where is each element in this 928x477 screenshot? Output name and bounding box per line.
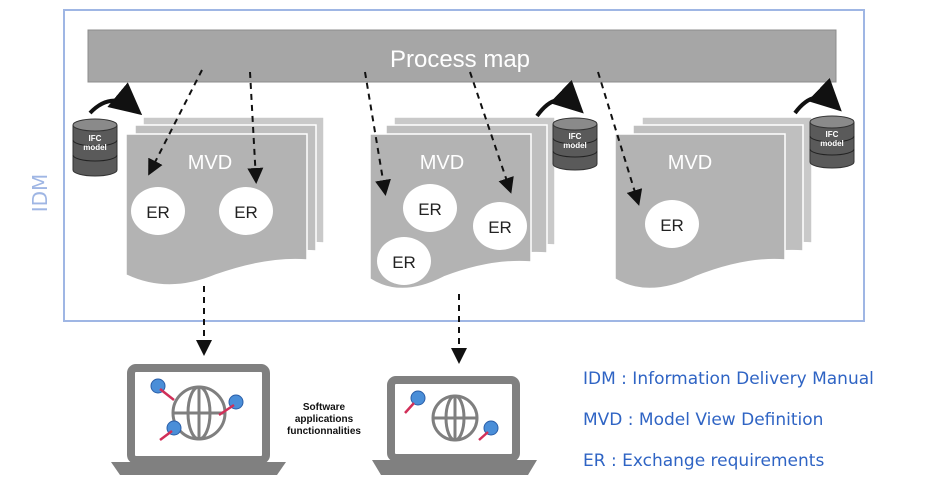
process-map-label: Process map (390, 46, 530, 73)
ifc-model-database-icon-1: IFC model (72, 118, 118, 177)
legend-item-mvd: MVD : Model View Definition (583, 410, 824, 430)
software-applications-label: Software applications functionnalities (274, 402, 374, 438)
er-label-1b: ER (234, 203, 258, 222)
laptop-icon-2 (372, 376, 537, 475)
process-map-bar (87, 29, 837, 83)
er-bubble-2b (473, 202, 527, 250)
idm-frame (63, 9, 865, 322)
arrow-pm-to-er-2b (469, 71, 514, 194)
ifc-model-database-icon-3: IFC model (809, 115, 855, 169)
er-label-2b: ER (488, 218, 512, 237)
refresh-arrow-icon-2 (535, 79, 584, 118)
er-bubble-2c (377, 237, 431, 285)
legend-item-idm: IDM : Information Delivery Manual (583, 369, 874, 389)
er-label-2c: ER (392, 253, 416, 272)
arrow-pm-to-er-2a (364, 71, 391, 196)
ifc-label-line2: model (83, 143, 107, 152)
refresh-arrow-icon-1 (88, 82, 143, 116)
software-label-line-2: applications (294, 414, 354, 425)
arrow-pm-to-er-1b (247, 71, 264, 184)
ifc-label-line2: model (563, 141, 587, 150)
er-bubble-3a (645, 200, 699, 248)
software-label-line-1: Software (302, 402, 346, 413)
laptop-icon-1 (111, 364, 286, 475)
er-bubble-1a (131, 187, 185, 235)
legend-item-er: ER : Exchange requirements (583, 451, 825, 471)
mvd-label-1: MVD (188, 152, 232, 174)
mvd-to-software-arrows (196, 286, 467, 364)
mvd-stack-3 (614, 116, 813, 290)
globe-icon (171, 385, 227, 441)
ifc-label-line1: IFC (826, 130, 839, 139)
er-label-1a: ER (146, 203, 170, 222)
ifc-label-line1: IFC (569, 132, 582, 141)
er-label-2a: ER (418, 200, 442, 219)
er-label-3a: ER (660, 216, 684, 235)
idm-frame-label: IDM (28, 173, 52, 213)
ifc-label-line2: model (820, 139, 844, 148)
arrow-pm-to-er-1a (148, 69, 203, 176)
ifc-model-database-icon-2: IFC model (552, 117, 598, 171)
refresh-arrow-icon-3 (793, 77, 842, 115)
ifc-label-line1: IFC (89, 134, 102, 143)
process-map-arrows (148, 69, 643, 206)
connector-lines (404, 402, 489, 441)
mvd-label-2: MVD (420, 152, 464, 174)
globe-icon (431, 394, 479, 442)
arrow-pm-to-er-3a (597, 71, 643, 206)
er-bubble-1b (219, 187, 273, 235)
er-bubble-2a (403, 184, 457, 232)
connector-lines (159, 388, 235, 441)
mvd-label-3: MVD (668, 152, 712, 174)
software-label-line-3: functionnalities (287, 426, 361, 437)
